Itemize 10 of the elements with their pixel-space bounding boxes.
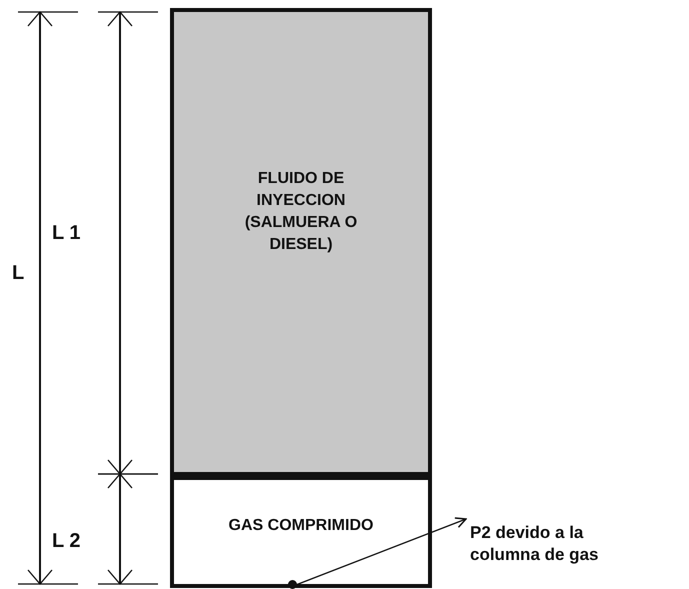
- pressure-point-dot: [288, 580, 297, 589]
- dimension-label: L: [12, 262, 24, 285]
- leader-line: [296, 517, 467, 586]
- box-label: GAS COMPRIMIDO: [228, 516, 374, 536]
- fluid-column-box: [170, 8, 432, 476]
- dimension-label: L 2: [52, 530, 81, 553]
- dimension-label: L 1: [52, 222, 81, 245]
- gas-column-box: [170, 476, 432, 588]
- box-label: FLUIDO DE INYECCION (SALMUERA O DIESEL): [244, 169, 358, 255]
- annotation-text: P2 devido a la columna de gas: [470, 522, 600, 566]
